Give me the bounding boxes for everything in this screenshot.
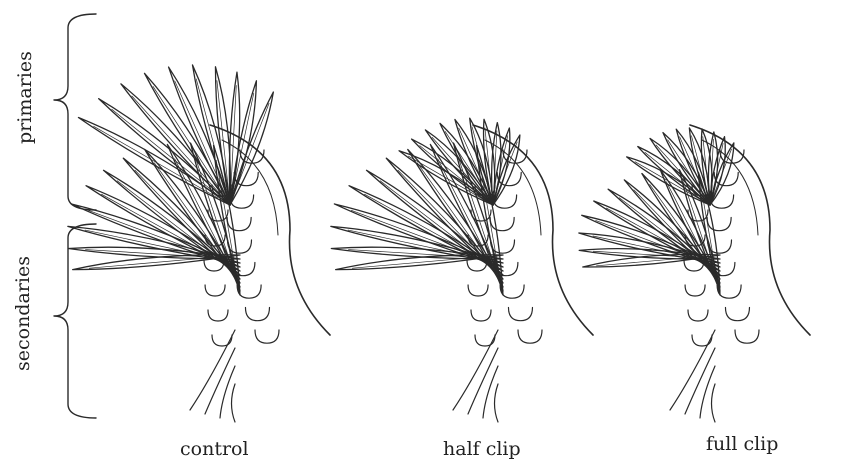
covert-feather [490,218,514,231]
covert-feather [500,285,524,298]
covert-feather [471,310,491,321]
secondaries-bracket [54,224,96,418]
half-clip-wing-drawing [331,118,593,422]
covert-feather [735,330,759,343]
half-clip-wing-label: half clip [443,438,521,460]
covert-feather [208,310,228,321]
tertial-feather [712,384,716,422]
covert-feather [205,285,225,296]
covert-feather [227,218,251,231]
primaries-label: primaries [14,54,36,144]
covert-feather [468,285,488,296]
covert-feather [707,218,731,231]
covert-feather [245,308,269,321]
covert-feather [508,308,532,321]
covert-feather [237,285,261,298]
covert-feather [717,285,741,298]
covert-feather [255,330,279,343]
full-clip-wing-label: full clip [706,433,778,455]
covert-feather [688,310,708,321]
covert-feather [518,330,542,343]
leading-edge [210,125,330,335]
covert-feather [692,335,712,346]
covert-feather [725,308,749,321]
leading-edge [690,125,810,335]
tertial-feather [495,384,499,422]
covert-feather [212,335,232,346]
leading-edge [473,125,593,335]
secondaries-label: secondaries [12,261,34,371]
tertial-feather [232,384,236,422]
primary-feather-shaft [495,142,517,199]
control-wing-label: control [180,438,249,460]
control-wing-drawing [68,65,330,422]
full-clip-wing-drawing [579,125,810,422]
covert-feather [685,285,705,296]
primaries-bracket [54,14,96,210]
covert-feather [475,335,495,346]
